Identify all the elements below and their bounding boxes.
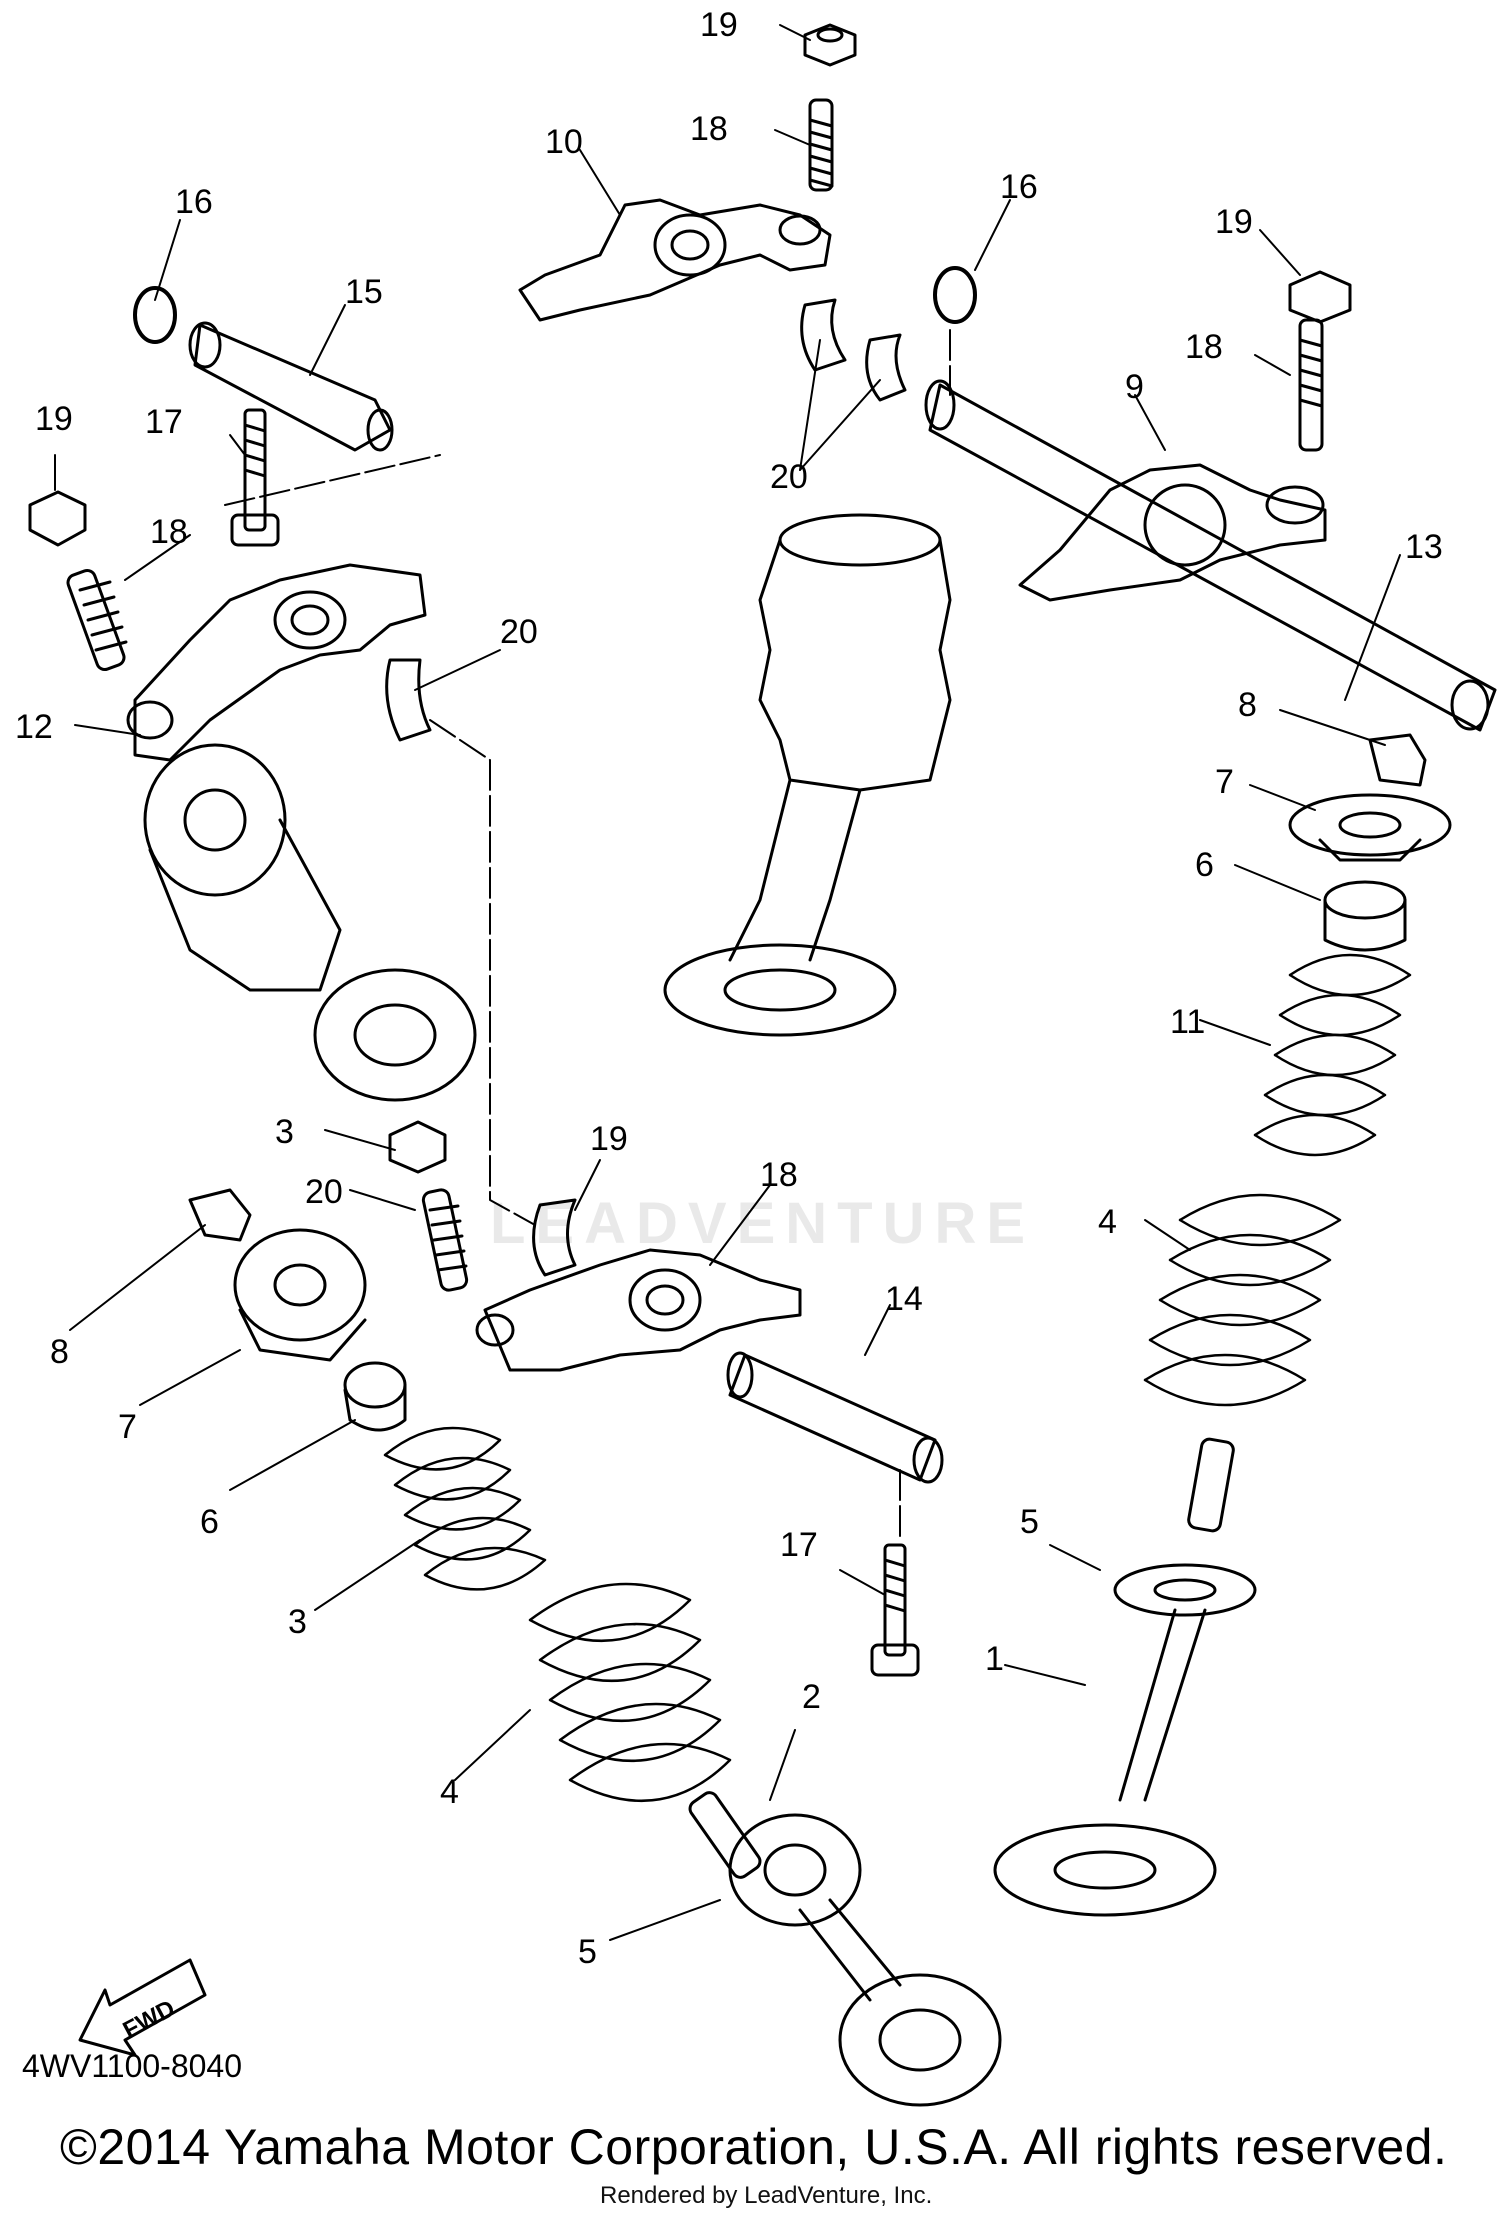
callout-3-right: 11: [1170, 1003, 1206, 1041]
callout-4-left: 4: [440, 1773, 459, 1811]
nut-19-top: [803, 23, 857, 67]
callout-19-left: 19: [35, 400, 73, 438]
adjust-screw-18-left: [66, 568, 128, 672]
bolt-17-top: [230, 408, 280, 547]
callout-18-left: 18: [150, 513, 188, 551]
callout-6-right: 6: [1195, 846, 1214, 884]
callout-8-left: 8: [50, 1333, 69, 1371]
rocker-shaft-15: [188, 321, 394, 452]
cotter-20-mid: [532, 1198, 577, 1277]
cotter-20-left: [385, 658, 432, 742]
nut-19-left: [28, 490, 87, 547]
rocker-arm-10: [518, 198, 832, 322]
adjust-screw-18-top: [808, 98, 834, 192]
callout-6-left: 6: [200, 1503, 219, 1541]
callout-20-mid: 19: [590, 1120, 628, 1158]
callout-1: 1: [985, 1640, 1004, 1678]
callout-12: 12: [15, 708, 53, 746]
o-ring-16-right: [933, 266, 977, 324]
rocker-arm-11: [475, 1248, 802, 1372]
callout-5-left: 5: [578, 1933, 597, 1971]
valve-top-center: [663, 513, 952, 1037]
copyright-notice: ©2014 Yamaha Motor Corporation, U.S.A. A…: [60, 2119, 1448, 2175]
o-ring-16-left: [133, 286, 177, 344]
inner-spring-3-left: [383, 1426, 547, 1591]
valve-1-right: [993, 1437, 1257, 1917]
rocker-shaft-13: [924, 379, 1497, 732]
cotter-8-left: [188, 1188, 252, 1242]
cotter-8-right: [1368, 733, 1427, 787]
leader-lines: [54, 24, 1401, 1941]
callout-9: 9: [1125, 368, 1144, 406]
outer-spring-4-right: [1143, 1193, 1342, 1407]
adjust-screw-18-mid: [421, 1188, 469, 1292]
cotter-20-top-a: [800, 298, 847, 372]
callout-18-right: 18: [1185, 328, 1223, 366]
valve-left: [143, 743, 477, 1102]
callout-20-top: 20: [770, 458, 808, 496]
valve-seal-6-right: [1323, 880, 1407, 952]
alignment-lines: [224, 329, 951, 1541]
rocker-shaft-14: [726, 1351, 944, 1484]
callout-11: 18: [760, 1156, 798, 1194]
callout-17-top: 17: [145, 403, 183, 441]
callout-5-right: 5: [1020, 1503, 1039, 1541]
part-code: 4WV1100-8040: [22, 2048, 242, 2084]
callout-17-mid: 17: [780, 1526, 818, 1564]
callout-14: 14: [885, 1280, 923, 1318]
outer-spring-4-left: [528, 1582, 732, 1803]
rocker-arm-9: [1018, 270, 1352, 602]
callout-4-right: 4: [1098, 1203, 1117, 1241]
callout-18-top: 18: [690, 110, 728, 148]
retainer-7-left: [233, 1228, 367, 1362]
callout-10: 10: [545, 123, 583, 161]
callout-20-left: 20: [500, 613, 538, 651]
callout-19-mid: 3: [275, 1113, 294, 1151]
callout-3-left: 3: [288, 1603, 307, 1641]
callout-19-top: 19: [700, 6, 738, 44]
valve-seal-6-left: [343, 1361, 407, 1432]
fwd-arrow-icon: [78, 1958, 207, 2057]
rocker-arm-12: [126, 563, 427, 762]
callout-2: 2: [802, 1678, 821, 1716]
callout-15: 15: [345, 273, 383, 311]
callout-18-mid: 20: [305, 1173, 343, 1211]
inner-spring-3-right: [1253, 953, 1412, 1157]
cotter-20-top-b: [865, 333, 907, 402]
bolt-17-mid: [870, 1543, 920, 1677]
rendered-by-note: Rendered by LeadVenture, Inc.: [600, 2182, 933, 2209]
valve-2-left: [688, 1791, 1002, 2107]
callout-16-right: 16: [1000, 168, 1038, 206]
retainer-7-right: [1288, 793, 1452, 862]
callout-7-left: 7: [118, 1408, 137, 1446]
callout-16-left: 16: [175, 183, 213, 221]
callout-8-right: 8: [1238, 686, 1257, 724]
nut-19-mid: [388, 1120, 447, 1174]
callout-19-right: 19: [1215, 203, 1253, 241]
callout-7-right: 7: [1215, 763, 1234, 801]
callout-13: 13: [1405, 528, 1443, 566]
